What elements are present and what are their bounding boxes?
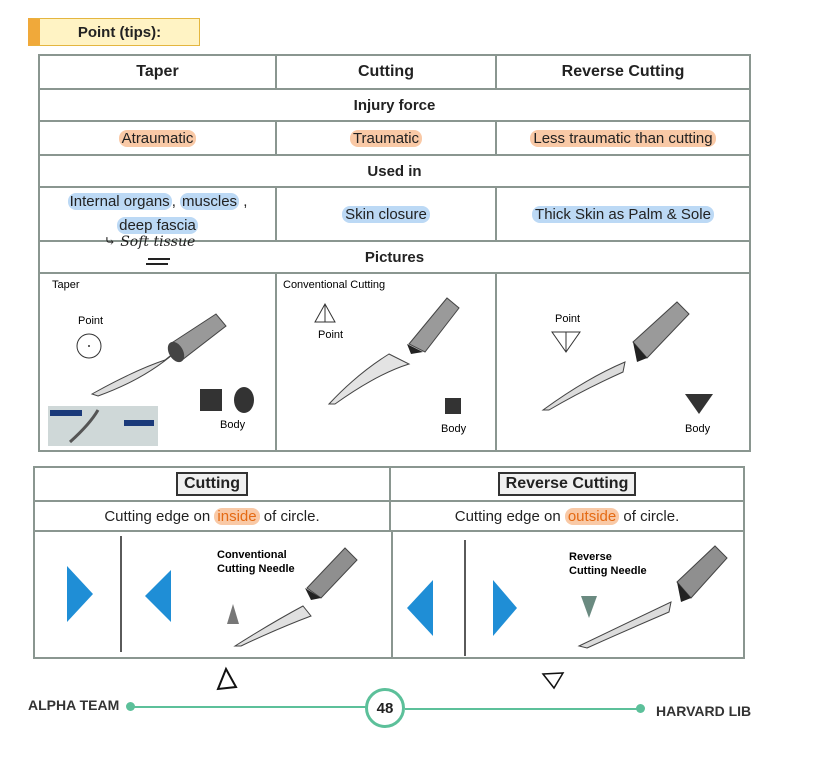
needle-point-table: Taper Cutting Reverse Cutting Injury for… <box>38 54 751 452</box>
taper-body-square <box>200 389 222 411</box>
conventional-needle-label-1: Conventional <box>217 549 287 561</box>
cutting-triangle-left <box>145 570 171 622</box>
used-skin-closure: Skin closure <box>342 205 430 223</box>
lower-diagrams: Conventional Cutting Needle Reverse Cutt… <box>67 536 728 656</box>
reverse-body-label: Body <box>685 423 711 435</box>
cutting-desc-inside: inside <box>214 507 260 525</box>
cutting-body-label: Body <box>441 423 467 435</box>
injury-taper-text: Atraumatic <box>118 129 197 147</box>
cutting-body-square <box>445 398 461 414</box>
cutting-point-label: Point <box>318 329 343 341</box>
header-cutting: Cutting <box>275 54 497 90</box>
reverse-needle-body <box>577 601 672 649</box>
conventional-needle-shaft <box>306 547 358 599</box>
reverse-body-triangle <box>685 394 713 414</box>
used-in-reverse: Thick Skin as Palm & Sole <box>495 186 751 242</box>
used-sep-end: , <box>239 193 248 210</box>
reverse-point-triangle <box>551 331 581 353</box>
used-muscles: muscles <box>180 193 240 210</box>
section-title: Point (tips): <box>28 18 200 46</box>
injury-force-heading: Injury force <box>38 88 751 122</box>
footer-harvard-lib: HARVARD LIB <box>656 703 752 719</box>
cutting-desc-cell: Cutting edge on inside of circle. <box>35 502 391 532</box>
cutting-title: Cutting <box>176 472 248 496</box>
reverse-needle-shaft <box>632 301 690 359</box>
injury-reverse: Less traumatic than cutting <box>495 120 751 156</box>
cutting-needle-shaft <box>408 297 460 353</box>
injury-cutting: Traumatic <box>275 120 497 156</box>
reverse-desc-outside: outside <box>564 507 620 525</box>
used-in-cutting: Skin closure <box>275 186 497 242</box>
reverse-needle-label-1: Reverse <box>569 551 612 563</box>
used-thick-skin: Thick Skin as Palm & Sole <box>532 205 714 223</box>
handwritten-note: ⤷ Soft tissue <box>104 234 195 250</box>
used-in-heading: Used in <box>38 154 751 188</box>
used-internal-organs: Internal organs <box>67 193 172 210</box>
cutting-title-cell: Cutting <box>35 468 391 502</box>
underline-2 <box>146 263 168 265</box>
reverse-point-label: Point <box>555 313 580 325</box>
reverse-triangle-left <box>407 580 433 636</box>
underline-1 <box>148 258 170 260</box>
reverse-triangle-right <box>493 580 517 636</box>
reverse-desc-after: of circle. <box>623 507 680 525</box>
cutting-triangle-right <box>67 566 93 622</box>
footer-line-right <box>405 708 640 710</box>
handwritten-soft-tissue: Soft tissue <box>120 234 196 250</box>
footer-dot-right <box>636 704 645 713</box>
footer-line-left <box>130 706 366 708</box>
reverse-needle-label-2: Cutting Needle <box>569 565 647 577</box>
reverse-title-cell: Reverse Cutting <box>391 468 743 502</box>
injury-taper: Atraumatic <box>38 120 277 156</box>
used-in-taper: Internal organs, muscles , deep fascia <box>38 186 277 242</box>
cutting-desc-after: of circle. <box>263 507 320 525</box>
injury-reverse-text: Less traumatic than cutting <box>530 129 716 147</box>
reverse-desc-cell: Cutting edge on outside of circle. <box>391 502 743 532</box>
handwritten-arrow: ⤷ <box>104 234 116 250</box>
taper-needle-tip <box>90 347 181 397</box>
lower-divider <box>391 532 393 657</box>
taper-body-label: Body <box>220 419 246 431</box>
reverse-small-triangle <box>581 596 597 618</box>
conventional-needle-label-2: Cutting Needle <box>217 563 295 575</box>
used-deep-fascia: deep fascia <box>117 217 198 234</box>
reverse-needle-tip <box>541 361 626 411</box>
picture-taper: Taper Point Body <box>38 272 277 452</box>
footer-alpha-team: ALPHA TEAM <box>28 697 120 713</box>
picture-reverse: Point Body <box>495 272 751 452</box>
cutting-handdrawn-triangle <box>216 666 238 691</box>
reverse-cutting-title: Reverse Cutting <box>497 472 637 496</box>
header-taper: Taper <box>38 54 277 90</box>
cutting-comparison-box: Cutting Reverse Cutting Cutting edge on … <box>33 466 745 659</box>
taper-picture-title: Taper <box>52 279 80 291</box>
reverse-needle-shaft-lower <box>676 545 728 599</box>
reverse-desc-before: Cutting edge on <box>454 507 561 525</box>
taper-point-circle <box>76 333 102 359</box>
picture-cutting: Conventional Cutting Point Body <box>275 272 497 452</box>
footer-dot-left <box>126 702 135 711</box>
conventional-needle-tip <box>233 605 312 647</box>
cutting-needle-tip <box>327 353 411 405</box>
taper-point-label: Point <box>78 315 103 327</box>
reverse-handdrawn-triangle <box>541 672 565 690</box>
cutting-point-triangle <box>314 302 336 323</box>
conventional-small-triangle <box>227 604 239 624</box>
cutting-desc-before: Cutting edge on <box>104 507 211 525</box>
taper-body-circle <box>234 387 254 413</box>
page-number: 48 <box>365 688 405 728</box>
header-reverse-cutting: Reverse Cutting <box>495 54 751 90</box>
injury-cutting-text: Traumatic <box>349 129 423 147</box>
used-sep: , <box>171 193 181 210</box>
cutting-picture-title: Conventional Cutting <box>283 279 385 291</box>
pictures-heading: Pictures <box>38 240 751 274</box>
